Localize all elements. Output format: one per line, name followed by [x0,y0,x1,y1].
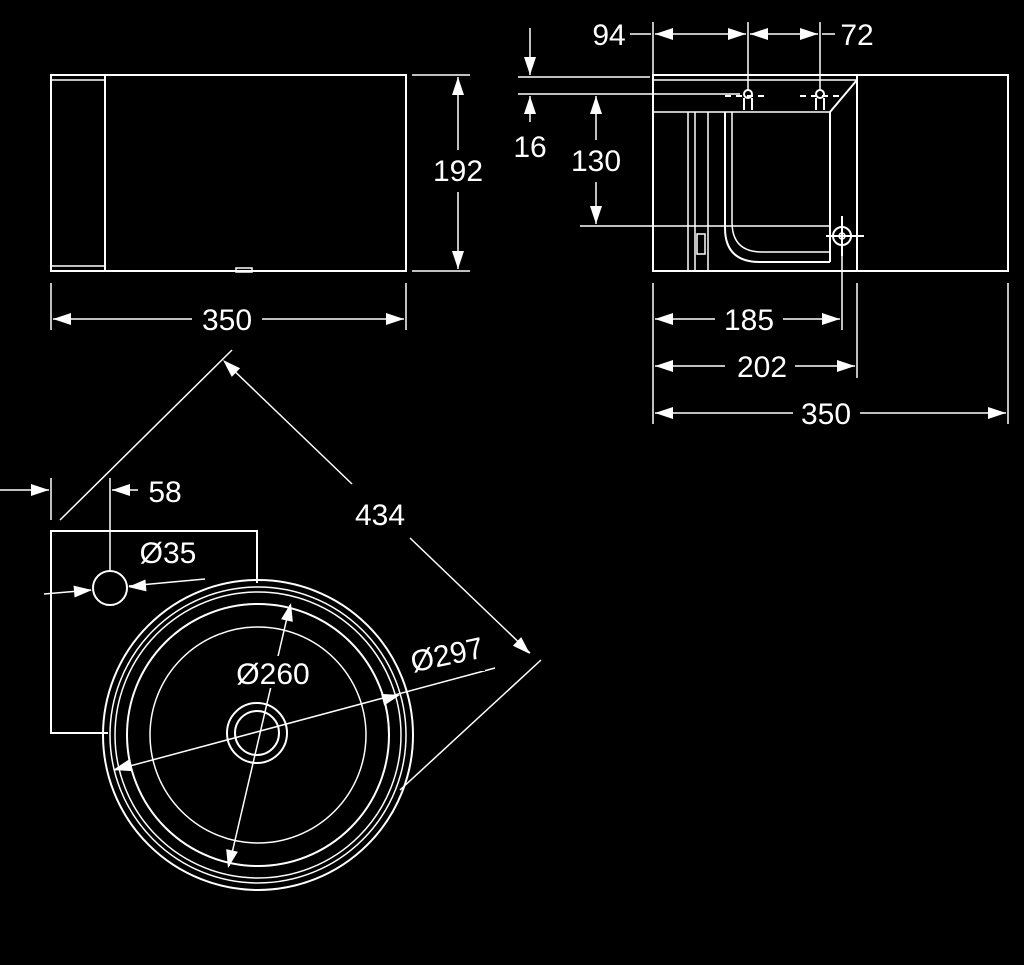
side-hole-spacing-label: 72 [840,19,873,52]
basin-bowl-circle [126,603,390,867]
tap-hole-diameter-label: Ø35 [140,537,197,570]
tap-hole-diameter-dimension: Ø35 [43,537,206,598]
tap-hole-offset-label: 58 [148,476,181,509]
side-inner-depth-label: 185 [724,304,774,337]
front-view-outline [50,74,407,272]
side-bowl-section [724,112,830,263]
bowl-outer-diameter-dimension: Ø297 [111,632,496,776]
side-top-offset-label: 94 [592,19,625,52]
side-view: 94 72 16 130 [513,19,1009,431]
front-height-dimension: 192 [412,74,483,272]
corner-deck-outline [50,530,258,734]
side-fixing-height-label: 130 [571,145,621,178]
fixing-bolt-top-left [725,89,765,110]
corner-diagonal-dimension: 434 [59,349,542,791]
waste-outlet-outer [226,702,288,764]
tap-hole [92,570,128,606]
side-top-dimensions: 94 72 [592,19,874,90]
fixing-bolt-bottom [826,216,864,256]
top-view: 58 Ø35 434 Ø297 [0,349,542,891]
side-overall-depth-label: 350 [801,398,851,431]
side-body-depth-label: 202 [737,351,787,384]
side-view-outline [652,74,1009,272]
front-height-label: 192 [433,155,483,188]
side-fixing-height-dimension: 130 [571,96,830,227]
side-bottom-dimensions: 185 202 350 [652,256,1009,431]
bowl-inner-diameter-dimension: Ø260 [222,601,314,870]
basin-outer-circle [102,579,414,891]
front-view: 192 350 [50,74,483,337]
tap-hole-offset-dimension: 58 [0,476,182,572]
waste-outlet-inner [234,710,280,756]
front-view-drain-mark [235,267,253,273]
bowl-inner-diameter-label: Ø260 [236,658,309,691]
side-rim-dimension: 16 [513,28,740,164]
side-rim-height-label: 16 [513,131,546,164]
front-width-label: 350 [202,304,252,337]
corner-diagonal-label: 434 [355,499,405,532]
front-width-dimension: 350 [50,283,407,337]
